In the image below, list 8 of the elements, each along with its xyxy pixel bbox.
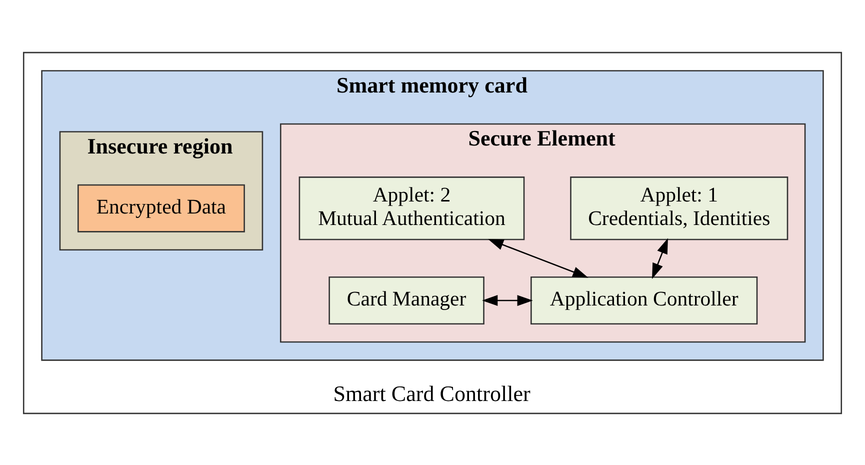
- node-box: Applet: 1 Credentials, Identities: [570, 176, 788, 240]
- node-box: Card Manager: [328, 276, 484, 324]
- node-box: Encrypted Data: [78, 184, 245, 232]
- node-box: Applet: 2 Mutual Authentication: [298, 176, 525, 240]
- arrow: [482, 294, 533, 306]
- arrow: [488, 238, 588, 278]
- node-box: Application Controller: [530, 276, 758, 324]
- arrow: [652, 238, 668, 278]
